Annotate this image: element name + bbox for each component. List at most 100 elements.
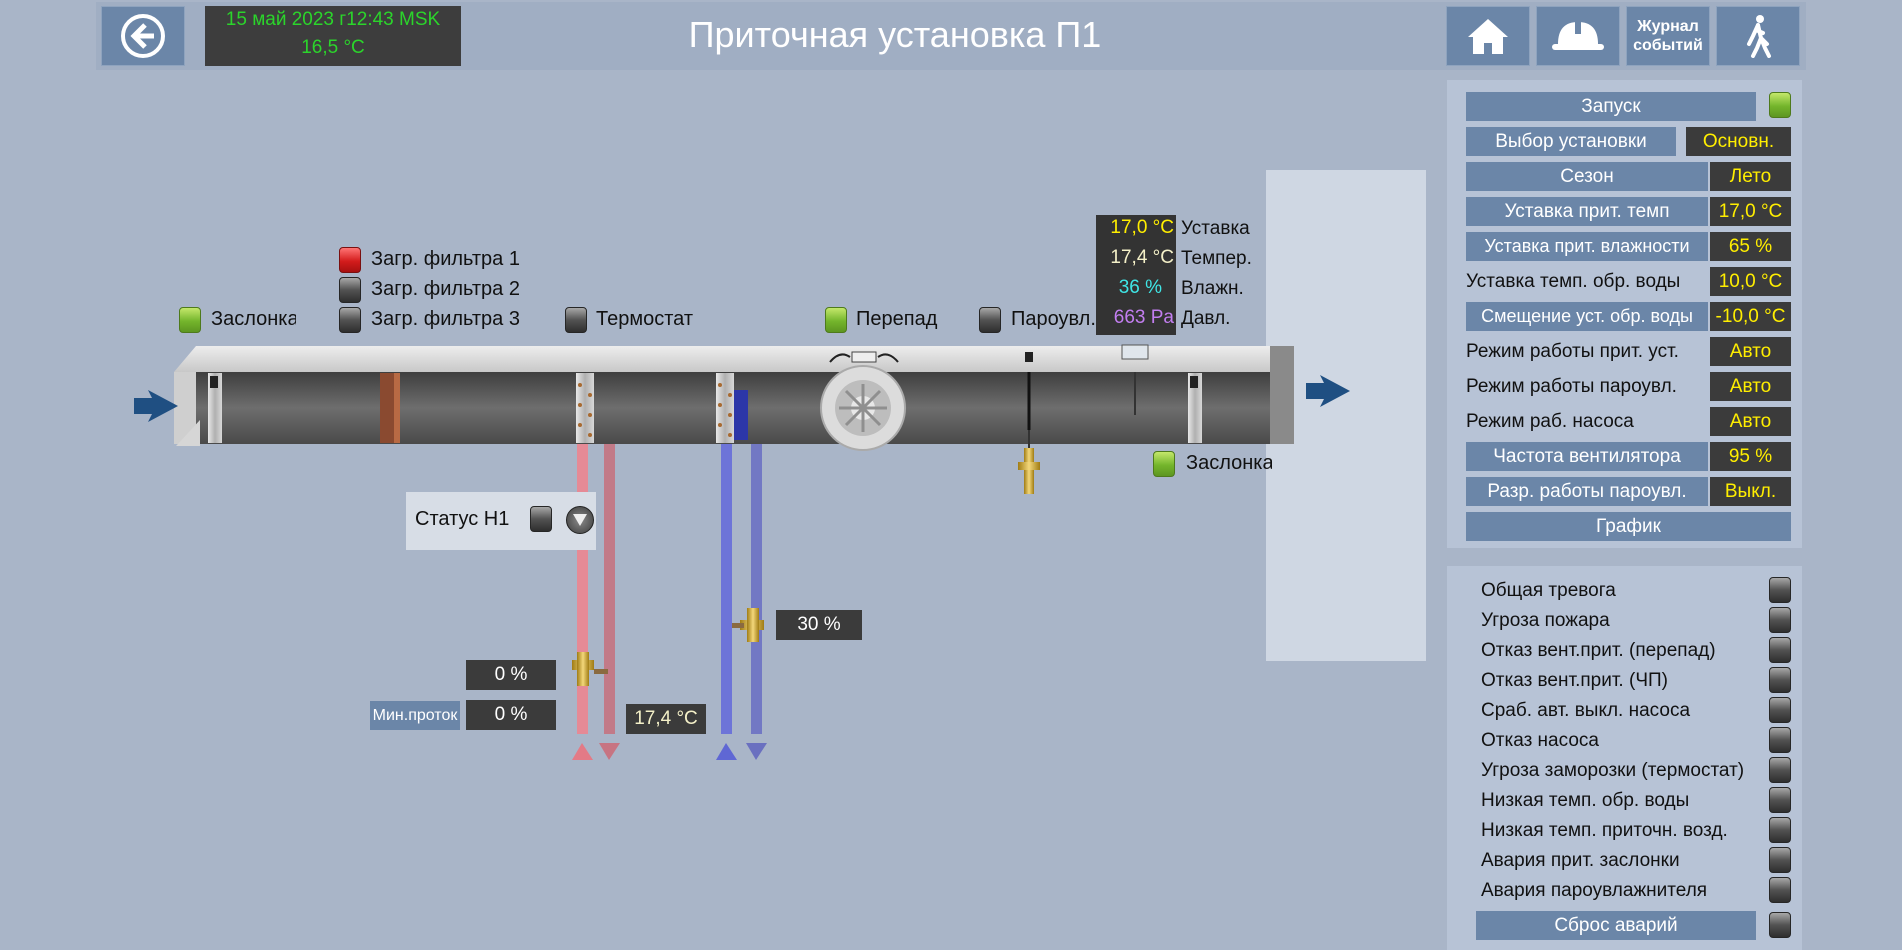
supply-mode-value[interactable]: Авто bbox=[1710, 337, 1791, 366]
season-value[interactable]: Лето bbox=[1710, 162, 1791, 191]
outlet-damper-label: Заслонка bbox=[1186, 452, 1272, 474]
datetime-panel: 15 май 2023 г12:43 MSK 16,5 °С bbox=[205, 6, 461, 66]
sensor-pressure-label: Давл. bbox=[1181, 308, 1231, 329]
reset-alarms-button[interactable]: Сброс аварий bbox=[1476, 911, 1756, 940]
event-log-label-1: Журнал bbox=[1637, 18, 1699, 35]
season-button[interactable]: Сезон bbox=[1466, 162, 1708, 191]
supply-temp-setpoint-value[interactable]: 17,0 °C bbox=[1710, 197, 1791, 226]
pump-icon[interactable] bbox=[566, 506, 594, 534]
alarm-item-label: Авария прит. заслонки bbox=[1481, 850, 1680, 871]
ventilation-schematic bbox=[134, 344, 1350, 760]
alarm-item-indicator bbox=[1769, 787, 1791, 813]
filter2-indicator bbox=[339, 277, 361, 303]
alarm-item-label: Сраб. авт. выкл. насоса bbox=[1481, 700, 1691, 721]
filter3-indicator bbox=[339, 307, 361, 333]
humidifier-mode-value[interactable]: Авто bbox=[1710, 372, 1791, 401]
fan-frequency-value[interactable]: 95 % bbox=[1710, 442, 1791, 471]
event-log-label-2: событий bbox=[1633, 37, 1703, 54]
alarm-item-indicator bbox=[1769, 697, 1791, 723]
start-status-indicator bbox=[1769, 92, 1791, 118]
reset-alarms-indicator bbox=[1769, 912, 1791, 938]
walking-person-icon bbox=[1747, 15, 1771, 58]
humidifier-indicator bbox=[979, 307, 1001, 333]
heat-supply-pipe bbox=[577, 444, 588, 734]
air-inlet-arrow bbox=[134, 390, 178, 422]
return-water-temp-value: 17,4 °C bbox=[626, 704, 706, 734]
duct-top bbox=[174, 346, 1294, 372]
inlet-damper-indicator bbox=[179, 307, 201, 333]
sensor-pressure-value: 663 Pa bbox=[1113, 307, 1174, 328]
alarm-item-indicator bbox=[1769, 727, 1791, 753]
diff-pressure-label: Перепад bbox=[856, 308, 938, 330]
humidifier-mode-label: Режим работы пароувл. bbox=[1466, 376, 1677, 397]
alarm-item-indicator bbox=[1769, 637, 1791, 663]
chart-button[interactable]: График bbox=[1466, 512, 1791, 541]
cool-supply-pipe bbox=[721, 444, 732, 734]
thermostat-indicator bbox=[565, 307, 587, 333]
alarm-item-indicator bbox=[1769, 877, 1791, 903]
alarm-item-indicator bbox=[1769, 607, 1791, 633]
sensor-humidity-value: 36 % bbox=[1118, 277, 1162, 298]
filter3-label: Загр. фильтра 3 bbox=[371, 308, 520, 330]
alarm-item-indicator bbox=[1769, 667, 1791, 693]
heat-valve-value[interactable]: 0 % bbox=[466, 660, 556, 690]
duct-right-face bbox=[1270, 346, 1294, 444]
outlet-damper bbox=[1188, 373, 1202, 443]
alarm-item-indicator bbox=[1769, 577, 1791, 603]
sensor-setpoint-label: Уставка bbox=[1181, 218, 1250, 239]
alarm-item-label: Низкая темп. обр. воды bbox=[1481, 790, 1690, 811]
alarm-item-label: Угроза пожара bbox=[1481, 610, 1610, 631]
sensor-humidity-label: Влажн. bbox=[1181, 278, 1244, 299]
sensor-temp-value: 17,4 °C bbox=[1110, 247, 1174, 268]
filter-section bbox=[380, 373, 394, 443]
operator-button[interactable] bbox=[1536, 6, 1620, 66]
outdoor-temp-text: 16,5 °С bbox=[301, 37, 365, 58]
home-icon bbox=[1468, 19, 1508, 54]
alarm-item-label: Угроза заморозки (термостат) bbox=[1481, 760, 1745, 781]
alarm-panel bbox=[1447, 566, 1802, 950]
alarm-item-label: Общая тревога bbox=[1481, 580, 1616, 601]
alarm-item-label: Отказ насоса bbox=[1481, 730, 1599, 751]
min-flow-value[interactable]: 0 % bbox=[466, 700, 556, 730]
alarm-item-label: Авария пароувлажнителя bbox=[1481, 880, 1708, 901]
filter2-label: Загр. фильтра 2 bbox=[371, 278, 520, 300]
home-button[interactable] bbox=[1446, 6, 1530, 66]
min-flow-label: Мин.проток bbox=[370, 701, 460, 730]
alarm-item-label: Отказ вент.прит. (перепад) bbox=[1481, 640, 1716, 661]
outlet-damper-indicator bbox=[1153, 451, 1175, 477]
filter1-indicator bbox=[339, 247, 361, 273]
pump-mode-label: Режим раб. насоса bbox=[1466, 411, 1634, 432]
unit-select-button[interactable]: Выбор установки bbox=[1466, 127, 1676, 156]
pump-status-indicator bbox=[530, 506, 552, 532]
heat-return-pipe bbox=[604, 444, 615, 734]
start-button[interactable]: Запуск bbox=[1466, 92, 1756, 121]
inlet-damper-label: Заслонка bbox=[211, 308, 296, 330]
thermostat-label: Термостат bbox=[596, 308, 693, 330]
supply-humidity-setpoint-value[interactable]: 65 % bbox=[1710, 232, 1791, 261]
duct-left-face bbox=[174, 372, 196, 444]
fan-frequency-button[interactable]: Частота вентилятора bbox=[1466, 442, 1708, 471]
alarm-item-label: Отказ вент.прит. (ЧП) bbox=[1481, 670, 1668, 691]
event-log-button[interactable]: Журнал событий bbox=[1626, 6, 1710, 66]
humidifier-enable-value[interactable]: Выкл. bbox=[1710, 477, 1791, 506]
pump-status-panel bbox=[406, 492, 596, 550]
return-water-setpoint-label: Уставка темп. обр. воды bbox=[1466, 271, 1681, 292]
alarm-item-indicator bbox=[1769, 817, 1791, 843]
alarm-item-indicator bbox=[1769, 757, 1791, 783]
cool-valve-value[interactable]: 30 % bbox=[776, 610, 862, 640]
hard-hat-icon bbox=[1552, 20, 1604, 50]
supply-temp-setpoint-button[interactable]: Уставка прит. темп bbox=[1466, 197, 1708, 226]
sensor-temp-label: Темпер. bbox=[1181, 248, 1252, 269]
return-water-offset-value[interactable]: -10,0 °C bbox=[1710, 302, 1791, 331]
pump-status-label: Статус Н1 bbox=[415, 508, 510, 530]
humidifier-enable-button[interactable]: Разр. работы пароувл. bbox=[1466, 477, 1708, 506]
page-title: Приточная установка П1 bbox=[688, 14, 1102, 55]
supply-mode-label: Режим работы прит. уст. bbox=[1466, 341, 1679, 362]
back-button[interactable] bbox=[101, 6, 185, 66]
unit-select-value[interactable]: Основн. bbox=[1686, 127, 1791, 156]
exit-button[interactable] bbox=[1716, 6, 1800, 66]
return-water-setpoint-value[interactable]: 10,0 °C bbox=[1710, 267, 1791, 296]
pump-mode-value[interactable]: Авто bbox=[1710, 407, 1791, 436]
supply-humidity-setpoint-button[interactable]: Уставка прит. влажности bbox=[1466, 232, 1708, 261]
return-water-offset-button[interactable]: Смещение уст. обр. воды bbox=[1466, 302, 1708, 331]
